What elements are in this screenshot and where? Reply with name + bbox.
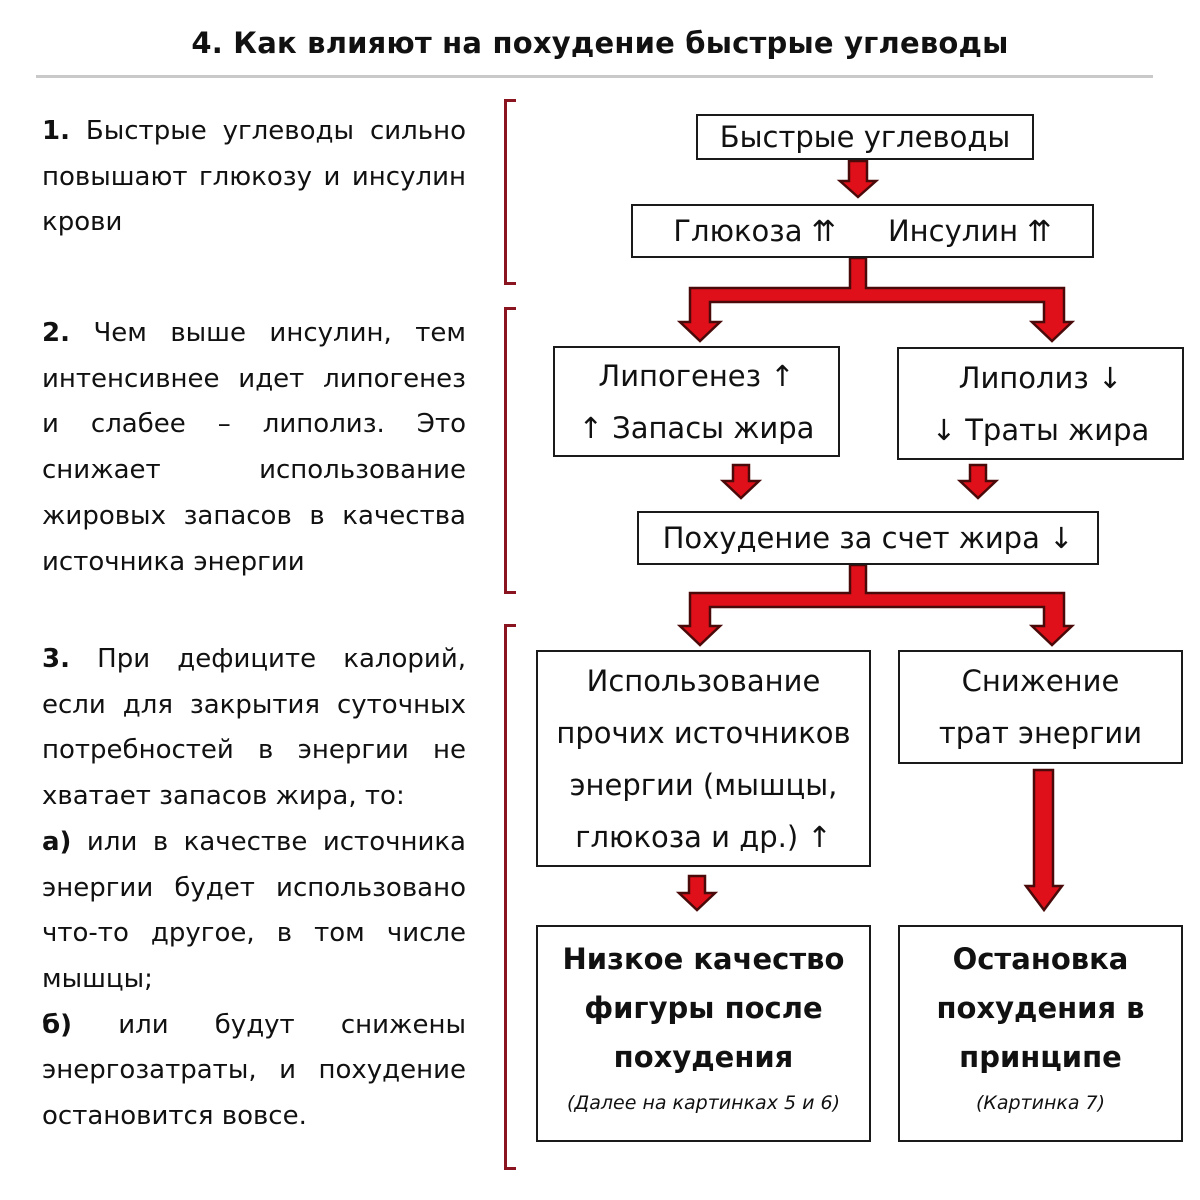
- stop-loss-line: принципе: [959, 1040, 1122, 1074]
- box-fat-loss: Похудение за счет жира ↓: [637, 511, 1099, 565]
- lipolysis-label: Липолиз ↓: [958, 360, 1123, 395]
- paragraph-3-intro: 3. При дефиците калорий, если для закрыт…: [42, 637, 466, 820]
- stop-loss-line: Остановка: [952, 942, 1129, 976]
- box-glucose-insulin: Глюкоза ⇈ Инсулин ⇈: [631, 204, 1094, 258]
- box-lipolysis: Липолиз ↓ ↓ Траты жира: [897, 347, 1184, 460]
- paragraph-2: 2. Чем выше инсулин, тем интенсивнее иде…: [42, 311, 466, 585]
- paragraph-3-option-b: б) или будут снижены энергозатраты, и по…: [42, 1003, 466, 1140]
- fat-stores-label: ↑ Запасы жира: [578, 410, 815, 445]
- arrow-energy-reduction-down: [1023, 768, 1065, 913]
- fat-spend-label: ↓ Траты жира: [931, 412, 1150, 447]
- paragraph-1-number: 1.: [42, 116, 70, 146]
- stop-loss-note: (Картинка 7): [975, 1092, 1106, 1114]
- other-sources-line: прочих источников: [556, 715, 851, 750]
- stop-loss-line: похудения в: [936, 991, 1145, 1025]
- arrow-split-lipo: [676, 256, 1076, 343]
- low-quality-line: Низкое качество: [562, 942, 845, 976]
- arrow-carbs-to-glucose: [836, 159, 880, 199]
- other-sources-line: энергии (мышцы,: [569, 767, 838, 802]
- box-lipogenesis: Липогенез ↑ ↑ Запасы жира: [553, 346, 840, 457]
- arrow-split-fatloss: [676, 563, 1076, 647]
- arrow-lipolysis-down: [956, 463, 1000, 500]
- other-sources-line: глюкоза и др.) ↑: [575, 819, 832, 854]
- paragraph-3-text: При дефиците калорий, если для закрытия …: [42, 644, 466, 812]
- bracket-section-1: [504, 99, 516, 285]
- paragraph-1-text: Быстрые углеводы сильно повышают глюкозу…: [42, 116, 466, 238]
- low-quality-line: похудения: [613, 1040, 794, 1074]
- paragraph-2-text: Чем выше инсулин, тем интенсивнее идет л…: [42, 318, 467, 577]
- page-title: 4. Как влияют на похудение быстрые углев…: [191, 26, 1009, 60]
- bracket-section-2: [504, 307, 516, 594]
- box-low-quality: Низкое качество фигуры после похудения (…: [536, 925, 871, 1142]
- paragraph-2-number: 2.: [42, 318, 70, 348]
- paragraph-3-option-a: а) или в качестве источника энергии буде…: [42, 820, 466, 1003]
- box-fast-carbs: Быстрые углеводы: [696, 114, 1034, 160]
- other-sources-line: Использование: [586, 663, 821, 698]
- energy-reduction-line: Снижение: [961, 664, 1120, 698]
- fat-loss-label: Похудение за счет жира ↓: [662, 521, 1074, 555]
- fast-carbs-label: Быстрые углеводы: [719, 120, 1011, 154]
- arrow-other-sources-down: [675, 874, 719, 912]
- bracket-section-3: [504, 624, 516, 1170]
- paragraph-3: 3. При дефиците калорий, если для закрыт…: [42, 637, 466, 1140]
- option-b-text: или будут снижены энергозатраты, и похуд…: [42, 1009, 466, 1132]
- low-quality-note: (Далее на картинках 5 и 6): [566, 1092, 840, 1114]
- box-stop-loss: Остановка похудения в принципе (Картинка…: [898, 925, 1183, 1142]
- option-b-label: б): [42, 1009, 73, 1040]
- title-divider: [36, 75, 1153, 78]
- box-energy-reduction: Снижение трат энергии: [898, 650, 1183, 764]
- paragraph-1: 1. Быстрые углеводы сильно повышают глюк…: [42, 109, 466, 246]
- glucose-label: Глюкоза ⇈: [673, 214, 836, 248]
- low-quality-line: фигуры после: [584, 991, 823, 1025]
- arrow-lipogenesis-down: [719, 463, 763, 500]
- energy-reduction-line: трат энергии: [938, 716, 1143, 750]
- insulin-label: Инсулин ⇈: [887, 214, 1052, 248]
- box-other-sources: Использование прочих источников энергии …: [536, 650, 871, 867]
- option-a-label: а): [42, 826, 72, 857]
- lipogenesis-label: Липогенез ↑: [598, 358, 795, 393]
- option-a-text: или в качестве источника энергии будет и…: [42, 826, 466, 994]
- paragraph-3-number: 3.: [42, 644, 70, 674]
